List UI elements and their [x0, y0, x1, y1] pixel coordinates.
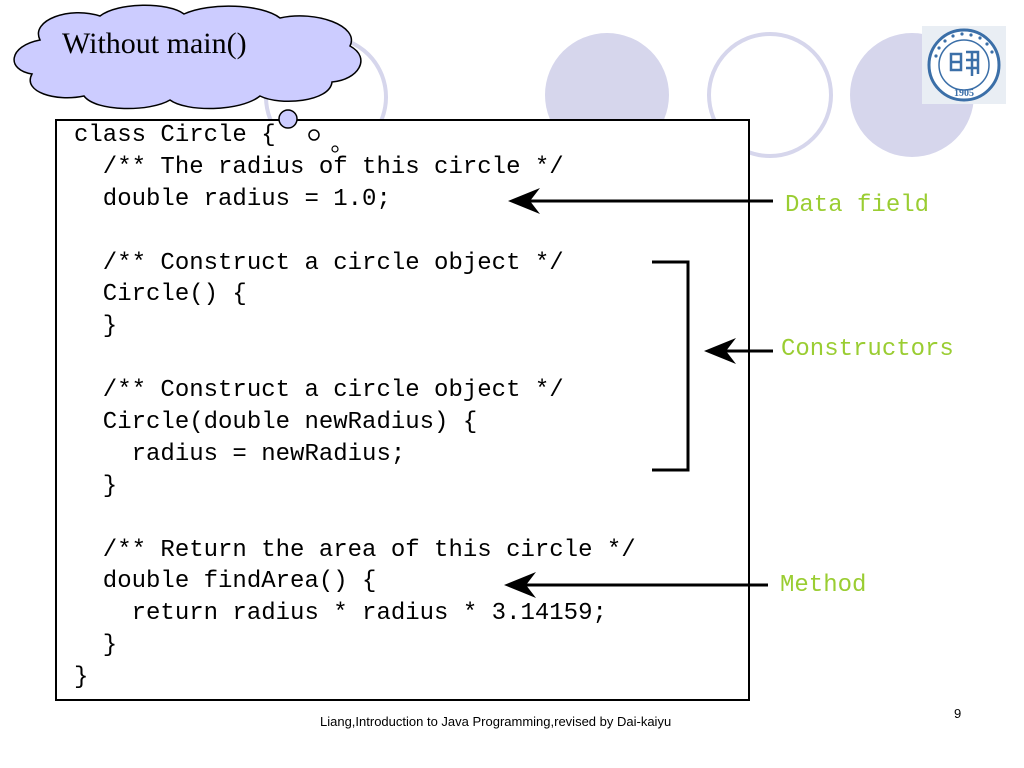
code-line: /** Construct a circle object */ [74, 249, 564, 277]
code-line: class Circle { [74, 122, 276, 149]
code-box [55, 119, 750, 701]
code-line: } [74, 632, 118, 660]
code-line [74, 503, 636, 535]
code-block: class Circle { /** The radius of this ci… [74, 120, 636, 694]
cloud-callout [13, 4, 362, 110]
code-line: /** The radius of this circle */ [74, 153, 564, 181]
code-line [74, 216, 636, 248]
footer-credit: Liang,Introduction to Java Programming,r… [320, 714, 672, 729]
code-line: } [74, 313, 118, 341]
logo-year: 1905 [954, 88, 974, 99]
code-line: return radius * radius * 3.14159; [74, 600, 607, 628]
code-line: /** Construct a circle object */ [74, 377, 564, 405]
method-label: Method [780, 572, 867, 599]
code-line: double findArea() { [74, 568, 377, 596]
constructors-label: Constructors [781, 336, 954, 363]
code-line: /** Return the area of this circle */ [74, 536, 636, 564]
code-line: double radius = 1.0; [74, 185, 391, 213]
callout-title: Without main() [62, 27, 247, 60]
decor-circle-outline-2 [707, 32, 833, 158]
university-seal-logo: 1905 [922, 26, 1006, 104]
code-line: } [74, 664, 89, 692]
page-number: 9 [954, 706, 962, 721]
code-line: Circle() { [74, 281, 247, 309]
code-line: radius = newRadius; [74, 440, 406, 468]
code-line: } [74, 472, 118, 500]
code-line [74, 343, 636, 375]
data-field-label: Data field [785, 192, 930, 219]
code-line: Circle(double newRadius) { [74, 409, 478, 437]
